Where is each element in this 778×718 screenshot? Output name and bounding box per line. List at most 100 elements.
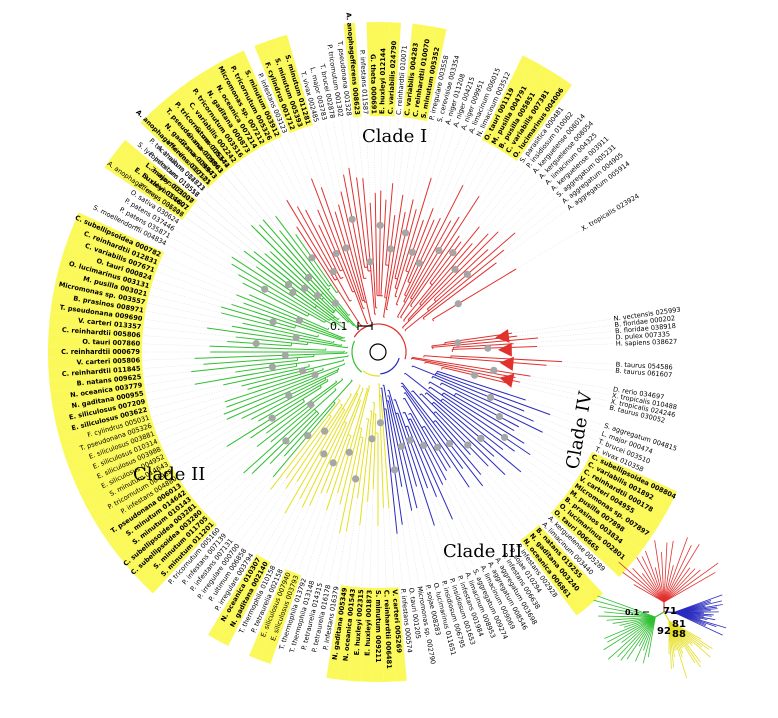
branch-arc	[316, 410, 320, 414]
branch	[270, 251, 323, 300]
branch	[412, 365, 525, 412]
leader-line	[493, 456, 553, 510]
inset-branch	[619, 616, 656, 626]
leader-line	[214, 463, 271, 522]
branch-arc	[400, 316, 403, 319]
branch	[394, 199, 414, 279]
leader-line	[195, 203, 255, 252]
leader-line	[430, 127, 447, 179]
branch	[412, 356, 531, 377]
highlight-band	[366, 22, 378, 117]
node-marker	[449, 249, 457, 257]
branch	[356, 418, 370, 499]
leader-line	[530, 375, 611, 390]
branch	[191, 359, 298, 373]
branch-arc	[339, 269, 344, 272]
node-marker	[454, 339, 462, 347]
node-marker	[342, 244, 350, 252]
clade-backbone	[362, 370, 381, 377]
branch	[320, 187, 364, 309]
branch	[435, 372, 551, 416]
highlight-band	[111, 148, 193, 214]
branch-arc	[419, 303, 422, 306]
branch-arc	[428, 386, 431, 390]
inset-branch	[654, 567, 665, 603]
branch	[320, 388, 364, 494]
inset-scale-bar: 0.1	[625, 608, 649, 617]
branch	[266, 381, 337, 434]
highlight-band	[54, 397, 149, 427]
highlight-band	[89, 466, 176, 522]
highlight-band	[184, 78, 247, 162]
branch	[250, 379, 327, 420]
leader-line	[396, 533, 403, 586]
highlight-band	[566, 487, 649, 551]
branch	[309, 422, 347, 506]
leaf-label: B. taurus 054586	[615, 360, 672, 371]
branch	[394, 399, 428, 489]
branch	[450, 355, 563, 363]
leader-line	[217, 179, 260, 226]
leader-line	[562, 361, 613, 365]
leader-line	[469, 487, 510, 547]
branch	[231, 256, 330, 321]
node-marker	[332, 249, 340, 258]
tree-branches	[191, 167, 563, 534]
branch-arc	[411, 390, 414, 393]
leader-line	[460, 164, 520, 242]
leader-line	[525, 399, 602, 425]
branch	[388, 390, 418, 487]
branch-arc	[419, 393, 422, 396]
branch	[362, 178, 376, 315]
branch-arc	[439, 382, 442, 386]
branch	[381, 388, 398, 534]
leader-line	[203, 472, 244, 510]
leader-line	[340, 119, 350, 168]
branch	[301, 393, 359, 508]
node-marker	[329, 267, 338, 276]
leader-line	[154, 279, 232, 305]
inset-branch	[663, 572, 716, 603]
collapsed-wedge	[495, 329, 510, 343]
highlight-band	[337, 586, 358, 681]
highlight-band	[140, 114, 215, 189]
branch	[296, 226, 362, 326]
branch	[326, 399, 361, 494]
highlight-band	[488, 60, 543, 148]
branch	[378, 383, 384, 508]
branch	[295, 234, 337, 293]
leader-line	[462, 468, 517, 543]
leader-line	[546, 365, 613, 371]
branch	[255, 266, 316, 309]
branch	[221, 312, 319, 338]
highlight-band	[49, 311, 144, 332]
scale-bar-label: 0.1	[330, 320, 348, 333]
leader-line	[236, 164, 276, 217]
branch	[422, 262, 497, 319]
branch-arc	[336, 290, 339, 294]
node-marker	[406, 436, 414, 444]
leader-line	[285, 135, 318, 211]
node-marker	[390, 466, 399, 474]
branch	[453, 343, 514, 348]
leader-line	[482, 485, 523, 538]
branch	[285, 416, 332, 479]
node-marker	[445, 439, 454, 448]
inset-branch	[663, 542, 668, 603]
branch	[455, 392, 520, 428]
leader-line	[293, 132, 312, 179]
node-marker	[285, 391, 293, 400]
branch-arc	[441, 367, 443, 370]
branch-arc	[334, 278, 338, 281]
branch	[235, 355, 349, 373]
leader-line	[383, 507, 387, 587]
branch-arc	[332, 316, 335, 319]
inset-support-71: 71	[663, 606, 677, 617]
inset-branch	[668, 620, 711, 658]
node-marker	[408, 248, 416, 256]
branch	[209, 345, 326, 351]
branch-arc	[404, 372, 406, 375]
leader-line	[176, 230, 232, 265]
leader-line	[459, 159, 513, 237]
